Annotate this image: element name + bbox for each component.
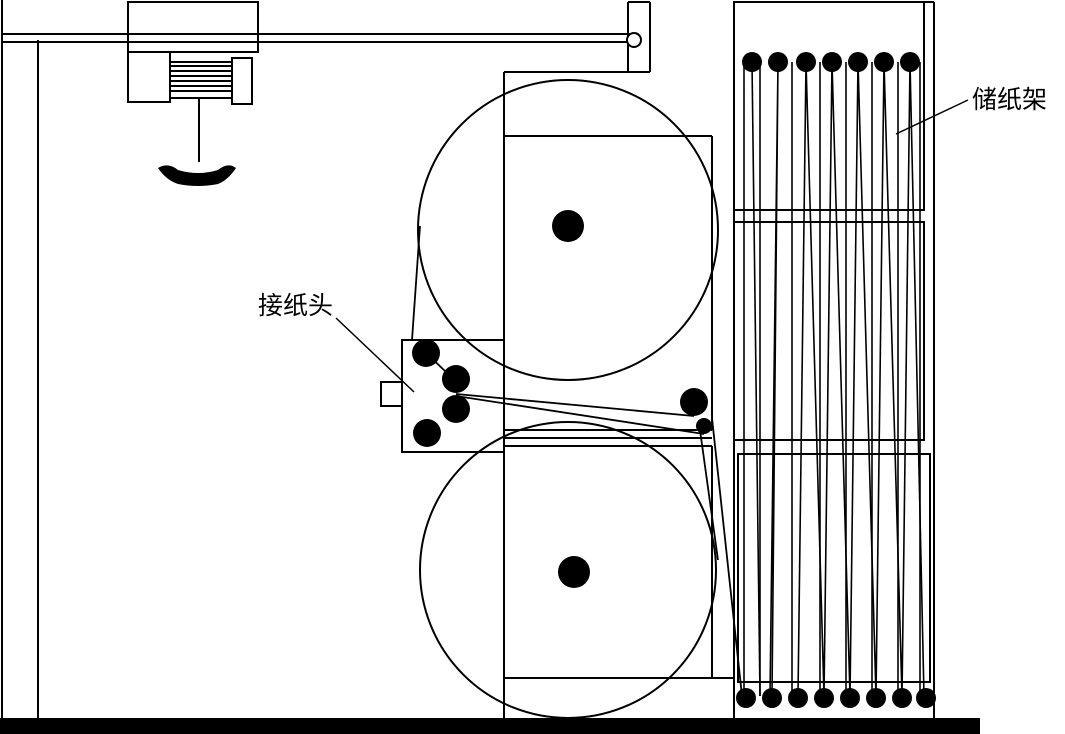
rack-roller bbox=[874, 52, 894, 72]
rack-roller bbox=[742, 52, 762, 72]
floor-base bbox=[0, 718, 980, 734]
storage-rack-rollers bbox=[736, 52, 936, 708]
storage-rack-leader bbox=[895, 99, 969, 135]
rack-roller bbox=[814, 688, 834, 708]
upper-roll-core bbox=[552, 210, 584, 242]
splice-roller bbox=[413, 419, 441, 447]
hoist-assembly bbox=[127, 1, 259, 186]
storage-rack bbox=[733, 1, 931, 683]
rack-roller bbox=[762, 688, 782, 708]
rack-roller bbox=[788, 688, 808, 708]
rack-roller bbox=[848, 52, 868, 72]
splice-head bbox=[380, 339, 712, 453]
rack-roller bbox=[866, 688, 886, 708]
rack-roller bbox=[840, 688, 860, 708]
splice-head-leader bbox=[335, 317, 415, 393]
splice-roller bbox=[442, 365, 470, 393]
rack-roller bbox=[796, 52, 816, 72]
rack-roller bbox=[768, 52, 788, 72]
rack-roller bbox=[916, 688, 936, 708]
guide-roller bbox=[696, 418, 712, 434]
roll-stands bbox=[504, 135, 734, 679]
rack-roller bbox=[900, 52, 920, 72]
rack-roller bbox=[892, 688, 912, 708]
machine-frame bbox=[1, 0, 935, 718]
lower-roll-core bbox=[558, 556, 590, 588]
hoist-hook bbox=[158, 165, 236, 186]
splice-roller bbox=[442, 395, 470, 423]
paper-web-path bbox=[411, 225, 743, 697]
storage-rack-web bbox=[743, 61, 925, 697]
guide-roller bbox=[680, 388, 708, 416]
storage-rack-label: 储纸架 bbox=[972, 85, 1047, 114]
rack-roller bbox=[736, 688, 756, 708]
upper-paper-roll bbox=[417, 79, 719, 381]
rack-roller bbox=[822, 52, 842, 72]
lower-paper-roll bbox=[419, 421, 717, 719]
splice-head-label: 接纸头 bbox=[258, 291, 333, 320]
